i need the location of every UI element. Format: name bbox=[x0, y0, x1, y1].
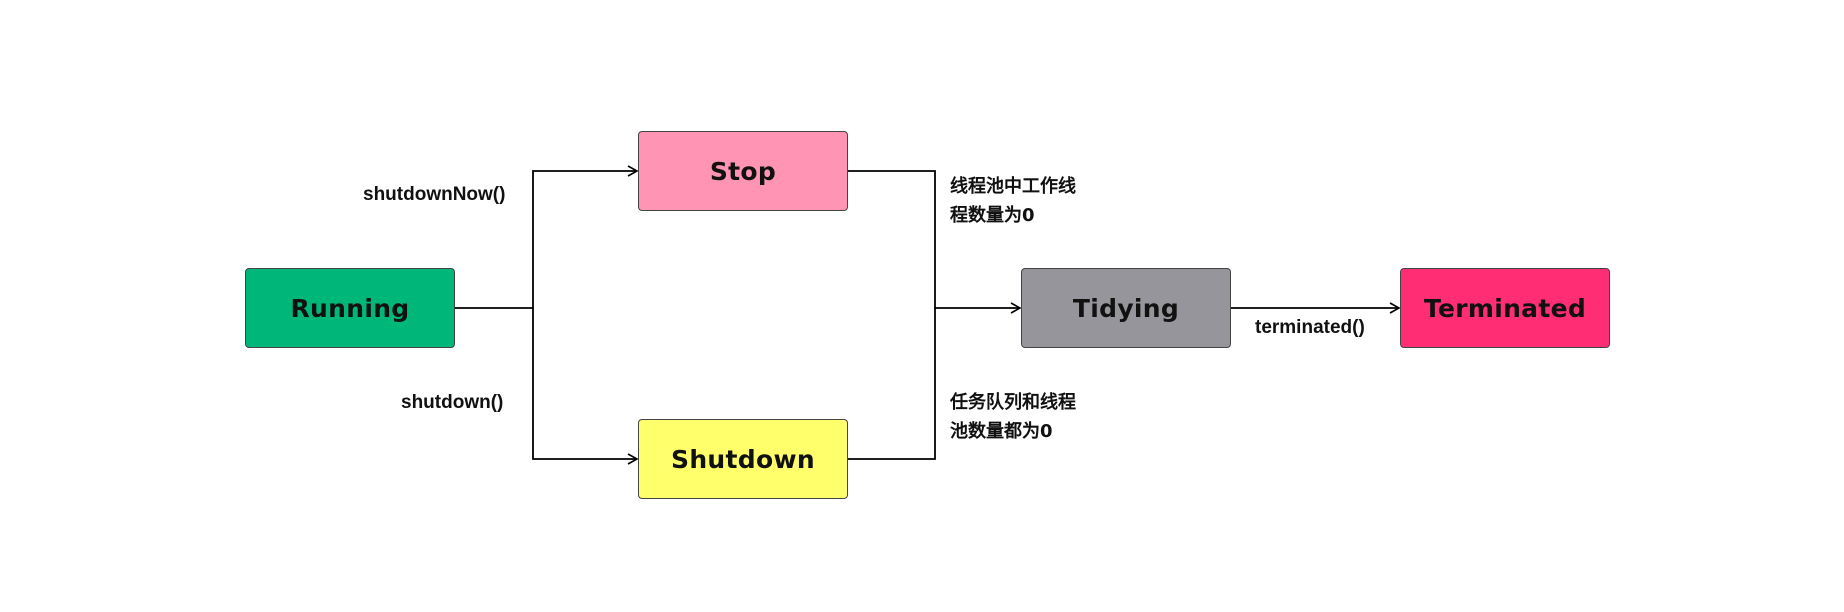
node-shutdown-label: Shutdown bbox=[671, 444, 815, 474]
node-running-label: Running bbox=[290, 293, 410, 323]
edge-label-shutdown: shutdown() bbox=[401, 392, 504, 413]
note-shutdown-line-2: 池数量都为0 bbox=[950, 421, 1053, 442]
node-terminated-label: Terminated bbox=[1423, 293, 1587, 323]
node-running: Running bbox=[245, 268, 455, 348]
edge-label-terminated: terminated() bbox=[1255, 317, 1365, 338]
edge-running-to-shutdown bbox=[532, 308, 639, 465]
node-terminated: Terminated bbox=[1400, 268, 1610, 348]
note-shutdown-to-tidying: 任务队列和线程 池数量都为0 bbox=[950, 388, 1076, 446]
node-stop: Stop bbox=[638, 131, 848, 211]
edge-shutdown-to-tidying bbox=[848, 308, 936, 460]
note-stop-line-1: 线程池中工作线 bbox=[950, 176, 1076, 197]
note-stop-line-2: 程数量为0 bbox=[950, 205, 1035, 226]
edge-running-to-stop bbox=[455, 165, 639, 309]
node-stop-label: Stop bbox=[709, 156, 777, 186]
node-tidying-label: Tidying bbox=[1072, 293, 1180, 323]
note-shutdown-line-1: 任务队列和线程 bbox=[950, 392, 1076, 413]
edge-label-shutdown-now: shutdownNow() bbox=[363, 184, 506, 205]
note-stop-to-tidying: 线程池中工作线 程数量为0 bbox=[950, 172, 1076, 230]
node-shutdown: Shutdown bbox=[638, 419, 848, 499]
edge-stop-to-tidying bbox=[848, 170, 1022, 314]
node-tidying: Tidying bbox=[1021, 268, 1231, 348]
